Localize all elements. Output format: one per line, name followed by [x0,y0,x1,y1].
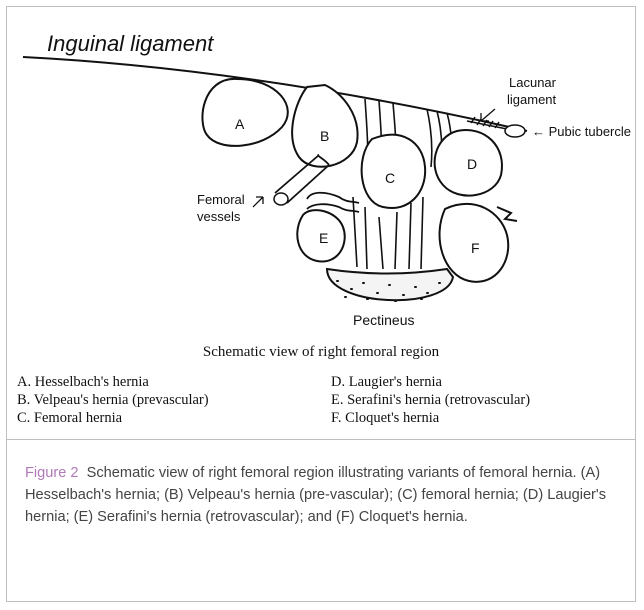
lacunar-ligament-label-1: Lacunar [509,75,557,90]
figure-illustration: Inguinal ligament Lacunar ligament ← Pub… [7,7,635,437]
femoral-vessels-arrow [253,197,263,207]
hernia-b [292,85,357,167]
femoral-vessels-label-2: vessels [197,209,241,224]
pubic-tubercle [505,125,525,137]
hernia-a-label: A [235,116,245,132]
hernia-c-label: C [385,170,395,186]
lacunar-arrow [481,109,495,121]
figure-caption: Figure 2 Schematic view of right femoral… [25,462,617,528]
femoral-vessels-label-1: Femoral [197,192,245,207]
legend-item-b: B. Velpeau's hernia (prevascular) [17,392,209,409]
legend-item-c: C. Femoral hernia [17,410,122,427]
hernia-a [202,79,287,146]
figure-caption-text: Schematic view of right femoral region i… [25,465,606,525]
caption-divider [7,439,635,440]
legend-item-d: D. Laugier's hernia [331,374,442,391]
hernia-d-label: D [467,156,477,172]
lacunar-ligament-label-2: ligament [507,92,557,107]
figure-label: Figure 2 [25,465,79,481]
pectineus-label: Pectineus [353,312,414,328]
inguinal-ligament-label: Inguinal ligament [47,31,214,56]
figure-frame: Inguinal ligament Lacunar ligament ← Pub… [6,6,636,602]
hernia-e-label: E [319,230,328,246]
hernia-f-label: F [471,240,480,256]
hernia-b-label: B [320,128,329,144]
legend-item-a: A. Hesselbach's hernia [17,374,149,391]
legend-item-e: E. Serafini's hernia (retrovascular) [331,392,530,409]
femoral-region-diagram: Inguinal ligament Lacunar ligament ← Pub… [7,7,635,337]
diagram-subtitle: Schematic view of right femoral region [7,344,635,361]
legend-item-f: F. Cloquet's hernia [331,410,439,427]
femoral-vessel-end [274,193,288,205]
pubic-tubercle-label: ← Pubic tubercle [532,124,631,139]
